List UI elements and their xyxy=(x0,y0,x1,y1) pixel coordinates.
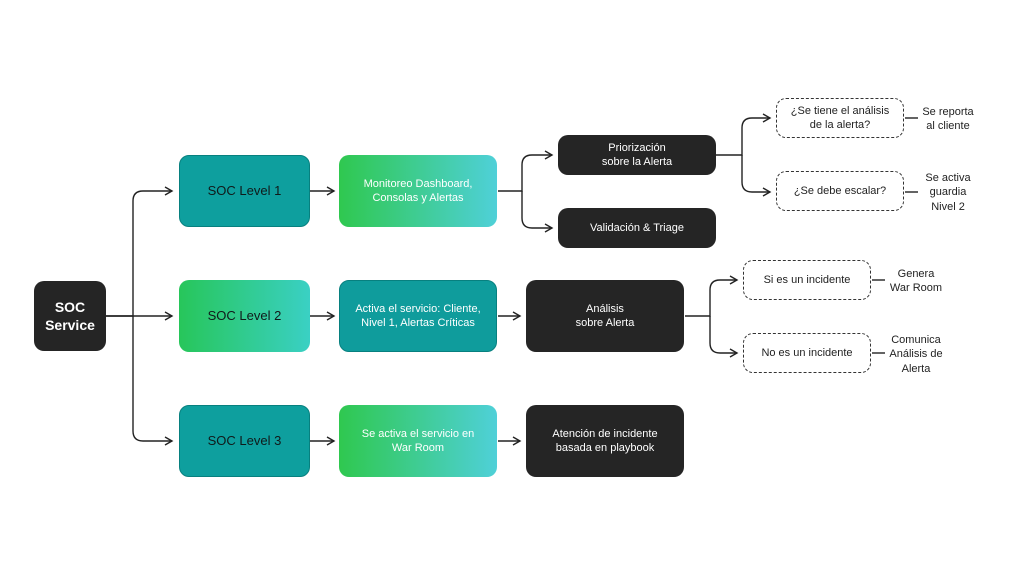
arrow-service1-priorizacion xyxy=(498,150,554,192)
service-monitoreo-node: Monitoreo Dashboard, Consolas y Alertas xyxy=(339,155,497,227)
soc-level-1-node: SOC Level 1 xyxy=(179,155,310,227)
arrow-service1-validacion xyxy=(521,191,554,233)
arrow-root-level1 xyxy=(106,186,174,317)
arrow-analisis-q3 xyxy=(685,275,739,317)
atencion-node: Atención de incidente basada en playbook xyxy=(526,405,684,477)
arrow-analisis-q4 xyxy=(709,316,739,358)
service-war-room-node: Se activa el servicio en War Room xyxy=(339,405,497,477)
question-si-incidente-node: Si es un incidente xyxy=(743,260,871,300)
arrow-root-level3 xyxy=(132,316,174,446)
arrow-priorizacion-q2 xyxy=(741,155,772,197)
question-escalar-node: ¿Se debe escalar? xyxy=(776,171,904,211)
outcome-reporta-cliente: Se reporta al cliente xyxy=(922,106,974,133)
soc-level-2-node: SOC Level 2 xyxy=(179,280,310,352)
outcome-activa-guardia: Se activa guardia Nivel 2 xyxy=(925,172,971,213)
question-analisis-node: ¿Se tiene el análisis de la alerta? xyxy=(776,98,904,138)
service-activa-node: Activa el servicio: Cliente, Nivel 1, Al… xyxy=(339,280,497,352)
analisis-node: Análisis sobre Alerta xyxy=(526,280,684,352)
priorizacion-node: Priorización sobre la Alerta xyxy=(558,135,716,175)
validacion-node: Validación & Triage xyxy=(558,208,716,248)
soc-service-node: SOC Service xyxy=(34,281,106,351)
soc-level-3-node: SOC Level 3 xyxy=(179,405,310,477)
question-no-incidente-node: No es un incidente xyxy=(743,333,871,373)
arrow-priorizacion-q1 xyxy=(716,113,772,156)
outcome-comunica-analisis: Comunica Análisis de Alerta xyxy=(889,334,943,375)
outcome-genera-war-room: Genera War Room xyxy=(889,268,943,295)
